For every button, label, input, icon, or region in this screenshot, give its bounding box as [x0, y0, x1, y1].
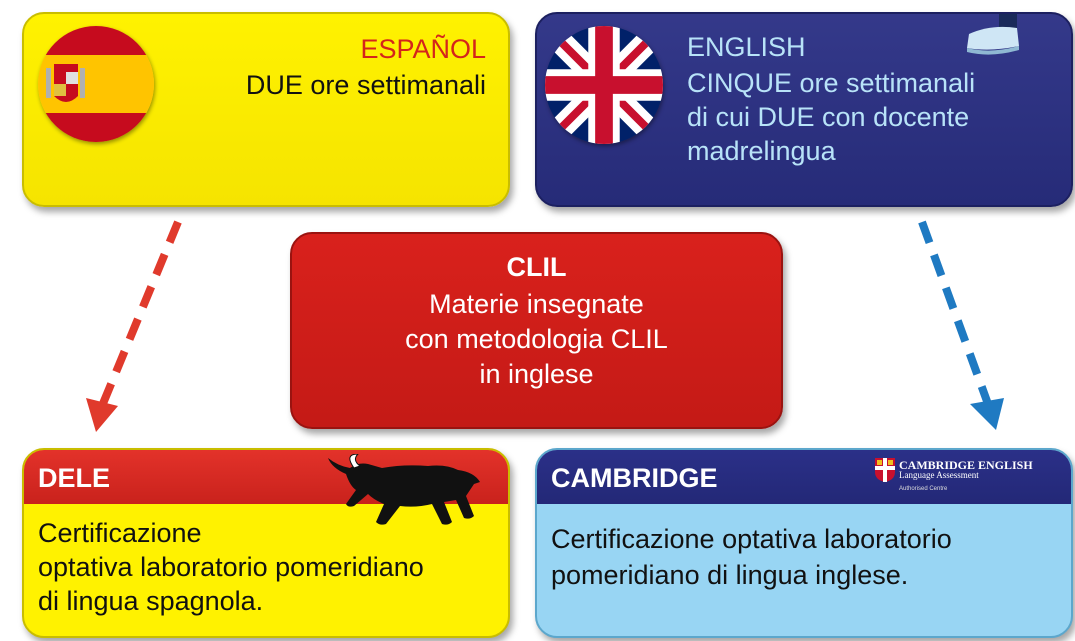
english-line: CINQUE ore settimanali: [687, 68, 976, 98]
spanish-title: ESPAÑOL: [360, 34, 486, 64]
english-line: di cui DUE con docente: [687, 102, 970, 132]
spanish-box: ESPAÑOL DUE ore settimanali: [22, 12, 510, 207]
spanish-hours: DUE ore settimanali: [245, 70, 486, 100]
dele-box: DELE Certificazione optativa laboratorio…: [22, 448, 510, 638]
cambridge-logo-name: CAMBRIDGE ENGLISH: [899, 458, 1033, 472]
spain-flag-icon: [38, 26, 154, 142]
cambridge-shield-icon: [875, 458, 895, 482]
cambridge-header: CAMBRIDGE CAMBRIDGE ENGLISH Language Ass…: [537, 450, 1071, 504]
shoe-icon: [967, 14, 1019, 55]
cambridge-line: pomeridiano di lingua inglese.: [551, 560, 909, 590]
dele-line: optativa laboratorio pomeridiano: [38, 552, 424, 582]
english-title: ENGLISH: [687, 32, 806, 62]
cambridge-logo-centre: Authorised Centre: [899, 486, 948, 492]
cambridge-logo-subtitle: Language Assessment: [899, 470, 979, 480]
right-dashed-arrow: [918, 220, 1004, 430]
cambridge-logo: CAMBRIDGE ENGLISH Language Assessment Au…: [871, 456, 1061, 496]
uk-flag-icon: [545, 26, 663, 144]
english-box: ENGLISH CINQUE ore settimanali di cui DU…: [535, 12, 1073, 207]
cambridge-box: CAMBRIDGE CAMBRIDGE ENGLISH Language Ass…: [535, 448, 1073, 638]
clil-line: con metodologia CLIL: [405, 324, 668, 354]
bull-icon: [328, 454, 480, 525]
clil-title: CLIL: [506, 252, 567, 282]
english-line: madrelingua: [687, 136, 836, 166]
dele-line: di lingua spagnola.: [38, 586, 264, 616]
cambridge-line: Certificazione optativa laboratorio: [551, 524, 952, 554]
left-dashed-arrow: [86, 220, 182, 432]
clil-line: Materie insegnate: [429, 289, 644, 319]
dele-title: DELE: [38, 463, 111, 493]
clil-line: in inglese: [479, 359, 594, 389]
clil-box: CLIL Materie insegnate con metodologia C…: [290, 232, 783, 429]
cambridge-title: CAMBRIDGE: [551, 463, 718, 493]
dele-line: Certificazione: [38, 518, 202, 548]
